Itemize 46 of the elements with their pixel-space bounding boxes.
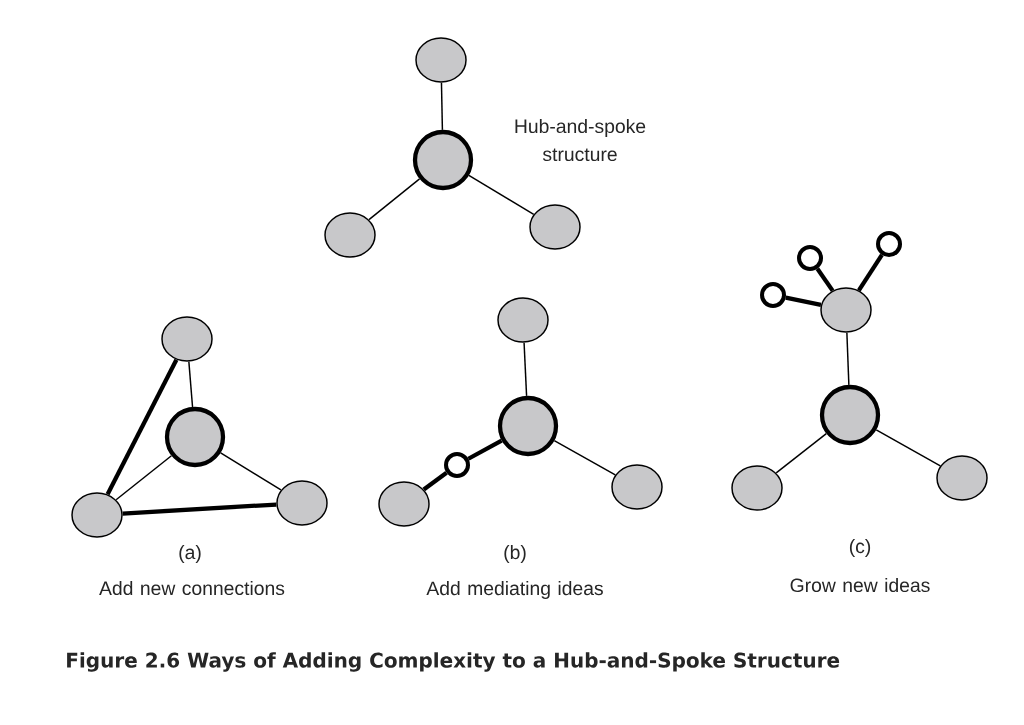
connector-line	[875, 429, 942, 467]
connector-line	[467, 438, 503, 461]
panel-caption: Add mediating ideas	[426, 581, 603, 599]
panel-letter: (c)	[849, 539, 871, 557]
hub-circle	[164, 406, 226, 468]
connector-line	[785, 295, 822, 307]
leaf-circle	[820, 287, 872, 333]
leaf-circle	[497, 297, 549, 343]
connector-line	[857, 253, 884, 292]
connector-line	[115, 455, 173, 501]
small-circle	[444, 452, 470, 478]
leaf-circle	[611, 464, 663, 510]
connector-line	[422, 471, 448, 492]
panel-letter: (a)	[179, 545, 201, 564]
connector-line	[368, 178, 421, 221]
leaf-circle	[936, 455, 988, 501]
leaf-circle	[731, 465, 783, 511]
connector-line	[219, 452, 282, 491]
small-circle	[797, 245, 823, 271]
figure-caption: Figure 2.6 Ways of Adding Complexity to a Hub-and-Spoke Structure	[67, 652, 840, 672]
leaf-circle	[324, 212, 376, 258]
panel-caption: Add new connections	[99, 580, 285, 596]
connector-line	[122, 502, 277, 516]
connector-line	[815, 267, 835, 292]
connector-line	[523, 342, 528, 397]
connector-line	[188, 360, 194, 408]
structure-label: Hub-and-spoke structure	[515, 118, 646, 162]
connector-line	[553, 440, 616, 476]
leaf-circle	[161, 316, 213, 362]
leaf-circle	[71, 492, 123, 538]
connector-line	[440, 82, 444, 131]
panel-caption: Grow new ideas	[790, 577, 930, 593]
connector-line	[775, 432, 828, 474]
connector-line	[846, 332, 850, 386]
hub-circle	[412, 129, 474, 191]
connector-line	[105, 358, 179, 496]
connector-line	[468, 174, 535, 215]
hub-circle	[819, 384, 881, 446]
leaf-circle	[529, 204, 581, 250]
leaf-circle	[378, 481, 430, 527]
leaf-circle	[415, 37, 467, 83]
small-circle	[876, 231, 902, 257]
leaf-circle	[276, 480, 328, 526]
panel-letter: (b)	[504, 545, 526, 564]
hub-circle	[497, 395, 559, 457]
small-circle	[760, 282, 786, 308]
